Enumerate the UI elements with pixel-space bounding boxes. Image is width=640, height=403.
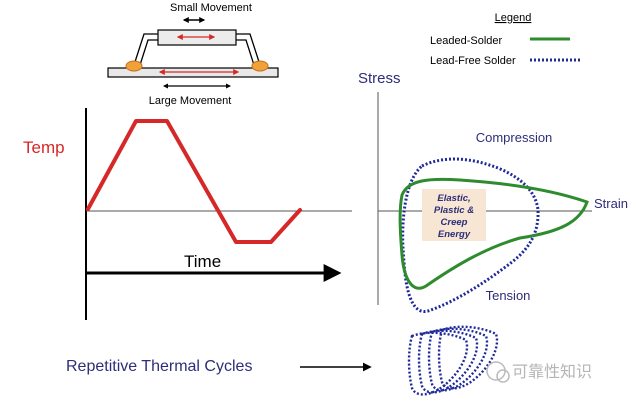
stress-strain-plot: Stress Strain Compression Tension Elasti… (358, 70, 628, 313)
cycle-loop-2 (417, 329, 479, 394)
wechat-icon (486, 361, 506, 381)
temp-axis-label: Temp (23, 138, 65, 157)
cycle-loop-4 (437, 325, 499, 390)
compression-label: Compression (476, 130, 553, 145)
leaded-hysteresis-loop (398, 177, 589, 290)
legend-leaded-label: Leaded-Solder (430, 35, 503, 47)
energy-line-4: Energy (438, 229, 471, 240)
watermark-text: 可靠性知识 (512, 362, 592, 381)
temperature-curve (86, 119, 302, 244)
energy-line-2: Plastic & (434, 205, 474, 216)
energy-line-3: Creep (441, 217, 468, 228)
left-lead (133, 33, 158, 66)
large-movement-label: Large Movement (149, 95, 232, 107)
stress-axis-label: Stress (358, 70, 401, 87)
energy-box (422, 189, 486, 241)
repetitive-cycles: Repetitive Thermal Cycles (66, 325, 499, 396)
right-solder-joint (251, 60, 269, 72)
left-solder-joint (125, 60, 143, 72)
legend-leadfree-label: Lead-Free Solder (430, 55, 516, 67)
legend: Legend Leaded-Solder Lead-Free Solder (430, 12, 582, 67)
right-lead (236, 33, 261, 66)
time-axis-label: Time (184, 252, 221, 271)
strain-axis-label: Strain (594, 196, 628, 211)
stacked-cycle-loops (407, 325, 499, 396)
component-schematic: Small Movement Large Movement (107, 2, 279, 107)
tension-label: Tension (486, 288, 531, 303)
repetitive-cycles-caption: Repetitive Thermal Cycles (66, 358, 252, 375)
wechat-icon-dot (496, 369, 510, 383)
legend-title: Legend (495, 12, 532, 24)
cycle-loop-3 (427, 327, 489, 392)
temp-time-plot: Temp Time (23, 108, 352, 320)
cycle-loop-1 (407, 331, 469, 396)
small-movement-label: Small Movement (170, 2, 252, 14)
watermark: 可靠性知识 (486, 361, 592, 383)
energy-line-1: Elastic, (437, 193, 470, 204)
